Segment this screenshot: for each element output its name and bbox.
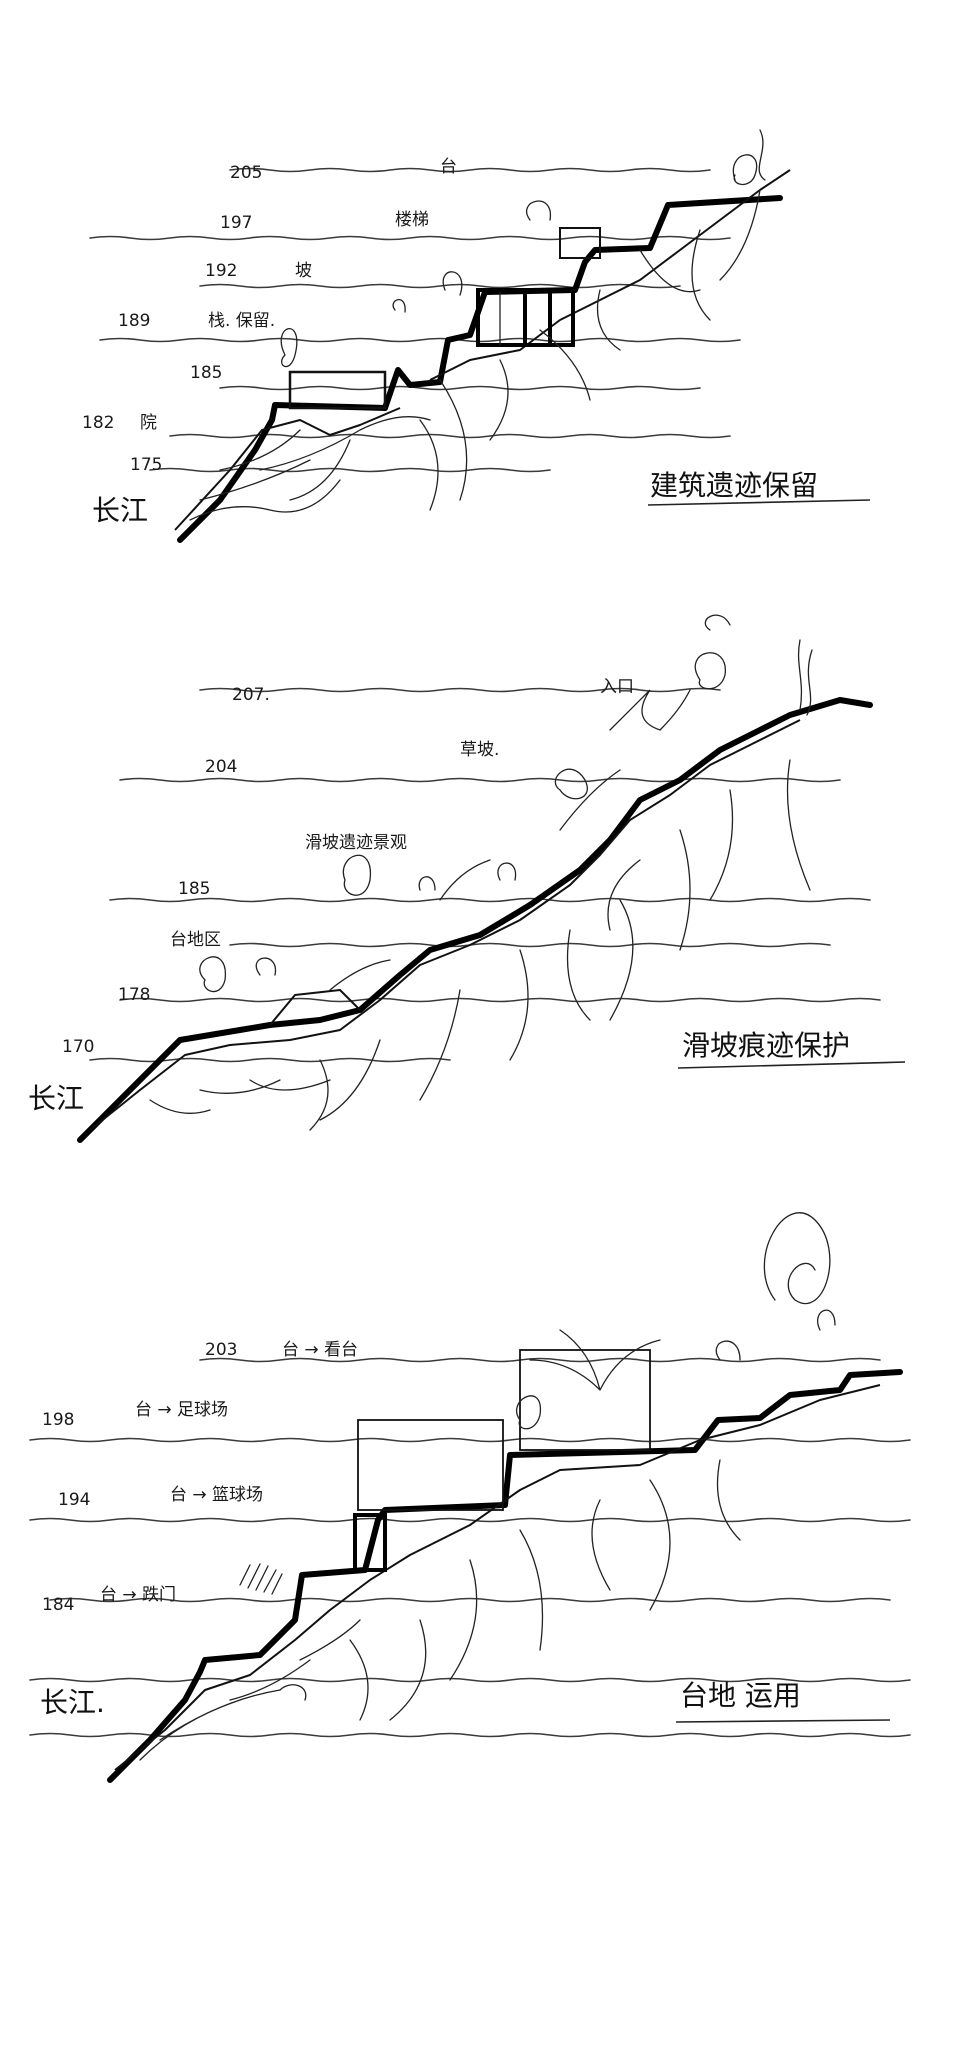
ground-profile <box>77 697 873 1143</box>
section-1-title: 建筑遗迹保留 <box>650 469 818 502</box>
elev-184: 184 <box>42 1595 74 1615</box>
contour-line <box>29 1517 911 1523</box>
elev-192: 192 <box>205 261 237 281</box>
label-football: 台 → 足球场 <box>135 1400 228 1420</box>
section-2-title: 滑坡痕迹保护 <box>682 1029 850 1062</box>
elev-198: 198 <box>42 1410 74 1430</box>
label-top: 台 <box>440 157 457 177</box>
elev-170: 170 <box>62 1037 94 1057</box>
contour-line <box>99 337 741 343</box>
title-underline <box>677 1061 906 1069</box>
river-label-2: 长江 <box>28 1082 84 1115</box>
river-label-1: 长江 <box>92 494 148 527</box>
contour-line <box>119 777 841 783</box>
slide-scribble <box>329 689 691 991</box>
tree-scribble <box>280 129 766 368</box>
slope-hatching <box>149 759 811 1131</box>
building-frame <box>353 1513 387 1572</box>
elev-205: 205 <box>230 163 262 183</box>
section-2 <box>77 614 881 1143</box>
contour-line <box>89 1057 451 1063</box>
contour-line <box>89 235 731 241</box>
elev-204: 204 <box>205 757 237 777</box>
gate-hatching <box>239 1563 283 1595</box>
title-underline <box>647 499 871 506</box>
elev-203: 203 <box>205 1340 237 1360</box>
elev-178: 178 <box>118 985 150 1005</box>
label-gate: 台 → 跌门 <box>100 1585 176 1605</box>
elev-182: 182 <box>82 413 114 433</box>
contour-line <box>199 283 681 289</box>
building-frame <box>559 227 601 259</box>
tree-scribble <box>199 614 813 993</box>
label-keep: 栈. 保留. <box>208 311 275 331</box>
contour-line <box>29 1677 911 1683</box>
elev-197: 197 <box>220 213 252 233</box>
slope-hatching <box>139 1459 741 1761</box>
river-label-3: 长江. <box>40 1686 105 1719</box>
elev-175: 175 <box>130 455 162 475</box>
label-entry: 入口 <box>600 677 634 697</box>
tree-scribble <box>279 1212 836 1701</box>
ground-layer <box>174 169 791 531</box>
ground-scribble <box>189 416 431 521</box>
contour-line <box>229 942 831 948</box>
contour-line <box>169 433 731 439</box>
label-relic: 滑坡遗迹景观 <box>305 833 407 853</box>
title-underline <box>675 1719 891 1723</box>
label-stair: 楼梯 <box>395 210 429 230</box>
contour-line <box>199 687 721 693</box>
slope-hatching <box>219 189 761 511</box>
contour-line <box>199 1357 881 1363</box>
section-3-title: 台地 运用 <box>680 1679 801 1712</box>
contour-line <box>49 1597 891 1603</box>
label-basketball: 台 → 篮球场 <box>170 1485 263 1505</box>
ground-profile <box>107 1369 903 1783</box>
contour-line <box>149 467 551 473</box>
label-terrace: 台地区 <box>170 930 221 950</box>
elev-194: 194 <box>58 1490 90 1510</box>
building-frame <box>357 1419 504 1511</box>
section-3 <box>29 1212 911 1783</box>
building-frame <box>519 1349 651 1451</box>
contour-line <box>109 897 871 903</box>
building-frame <box>288 370 387 410</box>
section-1 <box>89 129 791 543</box>
label-grass: 草坡. <box>460 740 499 760</box>
label-yard: 院 <box>140 413 157 433</box>
ground-layer <box>89 719 801 1131</box>
elev-185: 185 <box>178 879 210 899</box>
contour-line <box>29 1732 911 1738</box>
contour-line <box>229 167 711 173</box>
elev-189: 189 <box>118 311 150 331</box>
label-stand: 台 → 看台 <box>282 1340 358 1360</box>
terrace-step <box>269 989 361 1026</box>
elev-207: 207. <box>232 685 270 705</box>
contour-line <box>119 997 881 1003</box>
contour-line <box>29 1437 911 1443</box>
ground-profile <box>177 195 783 543</box>
elev-185: 185 <box>190 363 222 383</box>
contour-line <box>219 385 701 391</box>
label-slope: 坡 <box>295 261 312 281</box>
ground-layer <box>114 1384 881 1771</box>
